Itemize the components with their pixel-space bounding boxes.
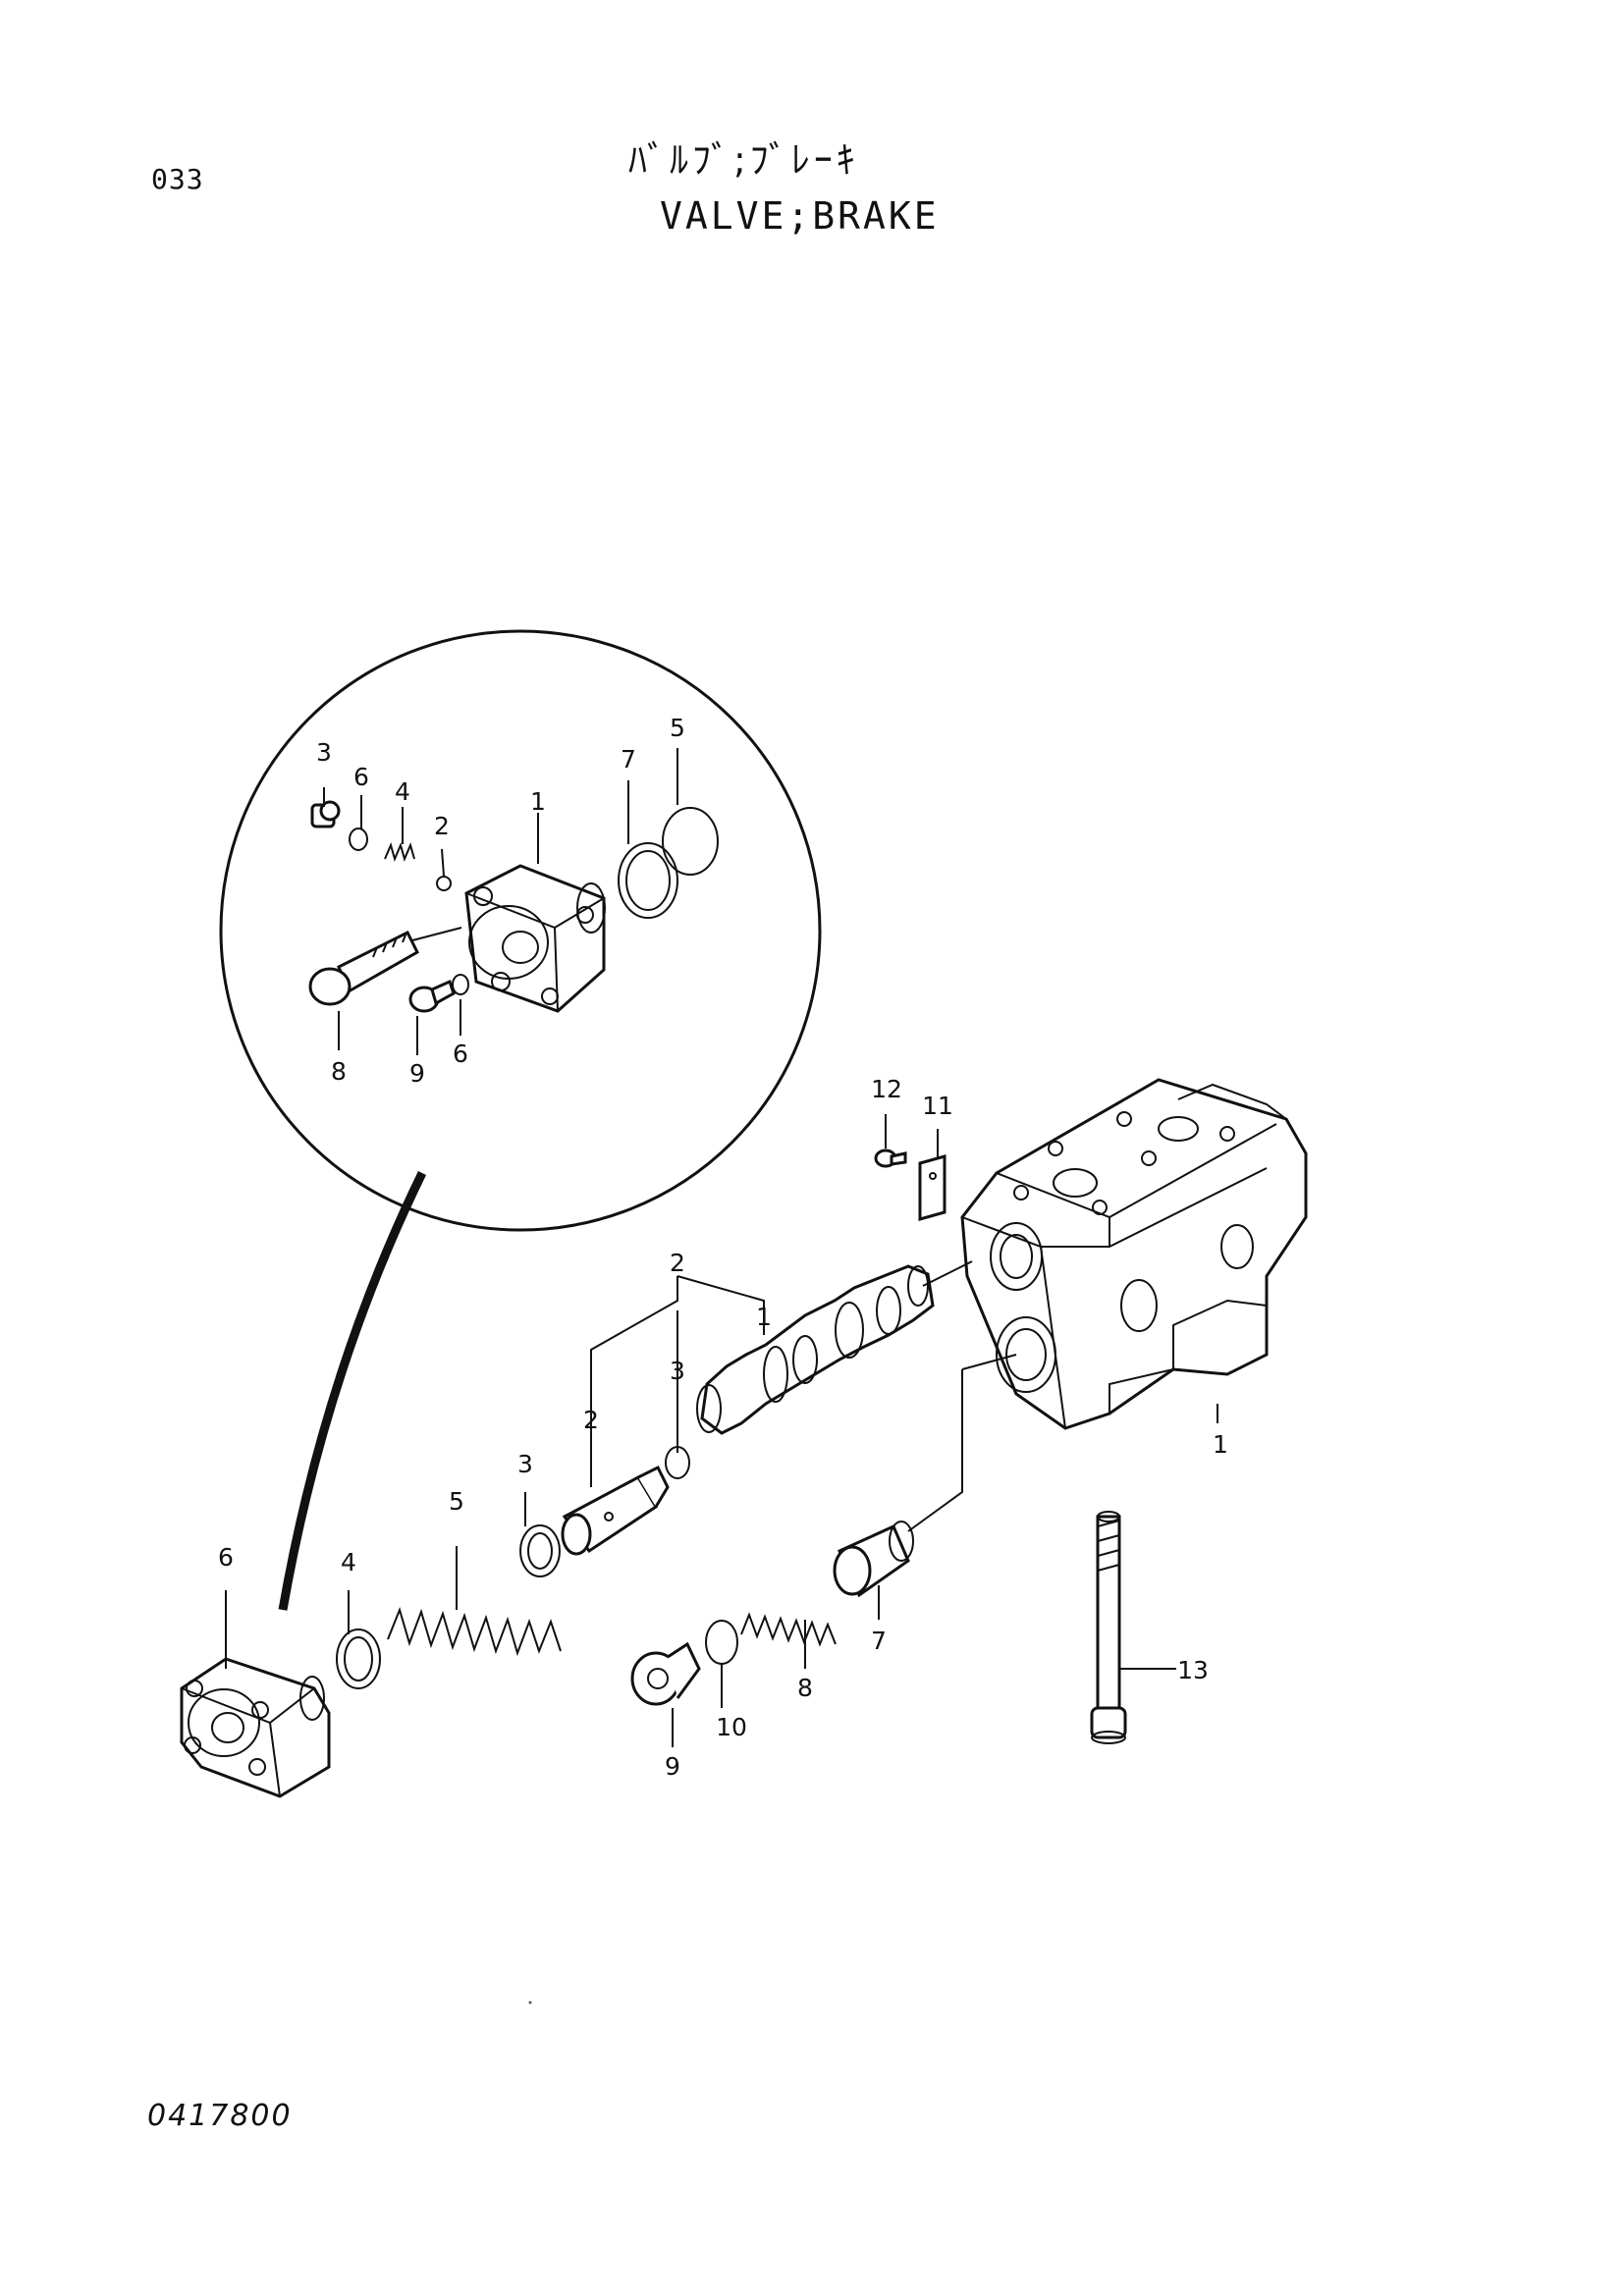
callout-2-sleeve: 2 — [583, 1406, 599, 1434]
callout-12: 12 — [871, 1075, 902, 1103]
callout-4: 4 — [341, 1548, 356, 1576]
plug-7 — [833, 1521, 914, 1598]
detail-callout-5: 5 — [670, 714, 685, 742]
document-code: 0417800 — [147, 2099, 293, 2133]
detail-oring-small — [349, 828, 368, 851]
valve-body — [960, 1078, 1308, 1430]
callout-8: 8 — [797, 1674, 813, 1702]
callout-5: 5 — [449, 1487, 464, 1516]
screw-12 — [874, 1148, 907, 1168]
page-number: 033 — [151, 163, 204, 195]
detail-callout-6: 6 — [353, 763, 369, 791]
callout-7: 7 — [871, 1627, 887, 1655]
callout-10: 10 — [716, 1713, 747, 1741]
plug-9 — [630, 1641, 701, 1706]
callout-3-lower: 3 — [517, 1450, 533, 1478]
callout-13: 13 — [1177, 1656, 1209, 1684]
callout-1-body: 1 — [1213, 1430, 1228, 1459]
callout-11: 11 — [922, 1092, 953, 1120]
callout-2-upper: 2 — [670, 1249, 685, 1277]
callout-1-spool: 1 — [756, 1303, 772, 1331]
sleeve-2 — [561, 1465, 670, 1556]
detail-oring-lower — [452, 974, 469, 995]
oring-3-lower — [519, 1524, 561, 1577]
detail-spring — [384, 842, 415, 862]
callout-3-upper: 3 — [670, 1357, 685, 1385]
detail-circle — [219, 629, 822, 1232]
detail-callout-6b: 6 — [453, 1040, 468, 1068]
spring-5 — [387, 1606, 562, 1657]
callout-6: 6 — [218, 1543, 234, 1572]
title-japanese: ﾊﾞﾙﾌﾞ;ﾌﾞﾚｰｷ — [628, 138, 859, 182]
detail-plug-bolt — [408, 979, 456, 1013]
detail-backup-ring — [618, 842, 678, 919]
detail-callout-7: 7 — [621, 745, 636, 774]
cover-6 — [180, 1657, 331, 1798]
detail-ball — [436, 876, 452, 891]
ring-10 — [705, 1620, 738, 1665]
spool — [696, 1264, 935, 1435]
detail-socket-bolt — [308, 930, 419, 1006]
detail-view: 3 6 4 2 1 7 5 8 9 6 — [219, 629, 822, 1611]
detail-cover-block — [464, 864, 606, 1013]
plate-11 — [918, 1154, 947, 1221]
callout-9: 9 — [665, 1752, 680, 1781]
detail-oring-large — [662, 807, 719, 876]
detail-leader-arc — [278, 1171, 427, 1611]
detail-callout-9: 9 — [409, 1059, 425, 1088]
ring-4 — [336, 1629, 381, 1689]
detail-callout-8: 8 — [331, 1057, 347, 1086]
title-english: VALVE;BRAKE — [660, 194, 940, 238]
detail-callout-2: 2 — [434, 812, 450, 840]
detail-callout-3: 3 — [316, 738, 332, 767]
detail-plug — [310, 800, 341, 828]
spring-8 — [740, 1612, 837, 1647]
detail-callout-1: 1 — [530, 787, 546, 816]
bolt-13 — [1090, 1511, 1127, 1744]
detail-callout-4: 4 — [395, 777, 410, 806]
speck — [528, 2001, 532, 2004]
